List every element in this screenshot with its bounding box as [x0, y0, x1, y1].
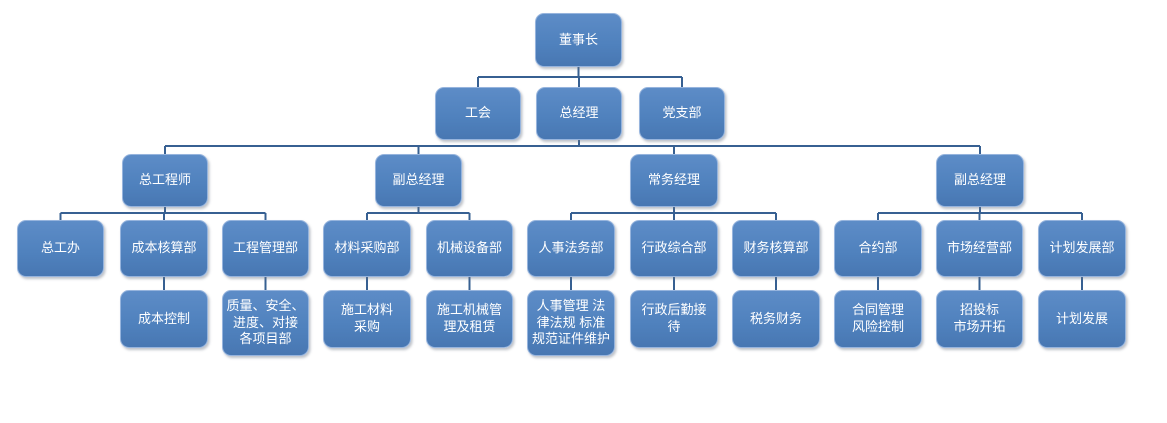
- org-node-material-procurement-dept: 材料采购部: [323, 220, 411, 277]
- org-node-executive-manager: 常务经理: [630, 154, 718, 207]
- org-node-finance-accounting-dept: 财务核算部: [732, 220, 820, 277]
- org-node-deputy-gm-left: 副总经理: [375, 154, 462, 207]
- org-node-cost-accounting-dept: 成本核算部: [120, 220, 208, 277]
- org-node-tax-finance: 税务财务: [732, 290, 820, 348]
- connector-deputy-gm-right-to-depts: [877, 207, 1083, 220]
- connector-executive-manager-to-depts: [570, 207, 777, 220]
- org-node-construction-material-procurement: 施工材料 采购: [323, 290, 411, 348]
- connector-depts-to-functions: [163, 277, 1083, 290]
- org-node-deputy-gm-right: 副总经理: [936, 154, 1024, 207]
- connector-chairman-to-level2: [477, 67, 683, 87]
- org-node-quality-safety-schedule: 质量、安全、 进度、对接 各项目部: [222, 290, 309, 356]
- org-node-cost-control: 成本控制: [120, 290, 208, 348]
- org-node-contract-mgmt-risk-control: 合同管理 风险控制: [834, 290, 922, 348]
- org-node-hr-legal-dept: 人事法务部: [527, 220, 615, 277]
- org-node-machinery-equipment-dept: 机械设备部: [426, 220, 513, 277]
- connector-chief-engineer-to-depts: [59, 207, 267, 220]
- org-node-construction-machinery-mgmt-leasing: 施工机械管 理及租赁: [426, 290, 513, 348]
- org-node-general-manager: 总经理: [536, 87, 622, 140]
- org-node-engineering-mgmt-dept: 工程管理部: [222, 220, 309, 277]
- connector-deputy-gm-left-to-depts: [366, 207, 471, 220]
- org-node-market-operation-dept: 市场经营部: [936, 220, 1023, 277]
- org-node-party-branch: 党支部: [639, 87, 725, 140]
- org-node-chief-engineer: 总工程师: [122, 154, 208, 207]
- org-node-admin-general-dept: 行政综合部: [630, 220, 718, 277]
- org-node-hr-legal-functions: 人事管理 法 律法规 标准 规范证件维护: [527, 290, 615, 356]
- org-node-planning-development: 计划发展: [1038, 290, 1126, 348]
- org-node-bidding-market-development: 招投标 市场开拓: [936, 290, 1023, 348]
- connector-general-manager-to-level3: [164, 140, 981, 154]
- org-node-admin-logistics-reception: 行政后勤接 待: [630, 290, 718, 348]
- org-node-contract-dept: 合约部: [834, 220, 922, 277]
- org-node-labor-union: 工会: [435, 87, 521, 140]
- org-node-chairman: 董事长: [535, 13, 622, 67]
- org-node-planning-development-dept: 计划发展部: [1038, 220, 1126, 277]
- org-node-chief-engineer-office: 总工办: [17, 220, 104, 277]
